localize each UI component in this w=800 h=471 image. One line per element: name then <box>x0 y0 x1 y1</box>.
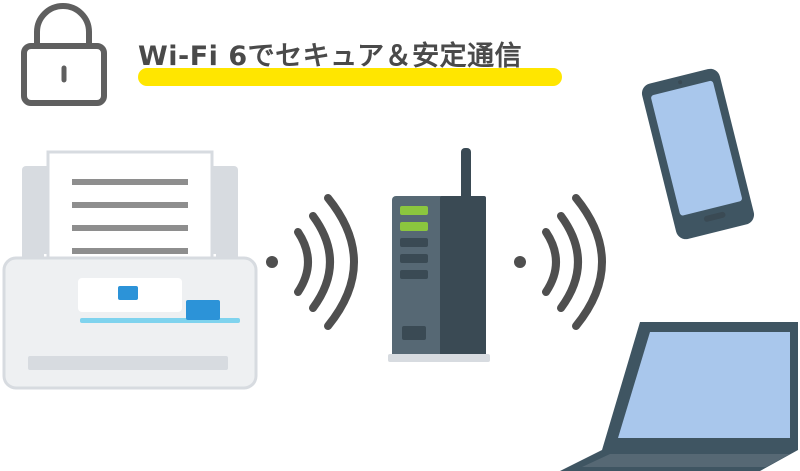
headline-text: Wi-Fi 6でセキュア＆安定通信 <box>138 41 523 72</box>
headline-highlight <box>138 68 562 86</box>
